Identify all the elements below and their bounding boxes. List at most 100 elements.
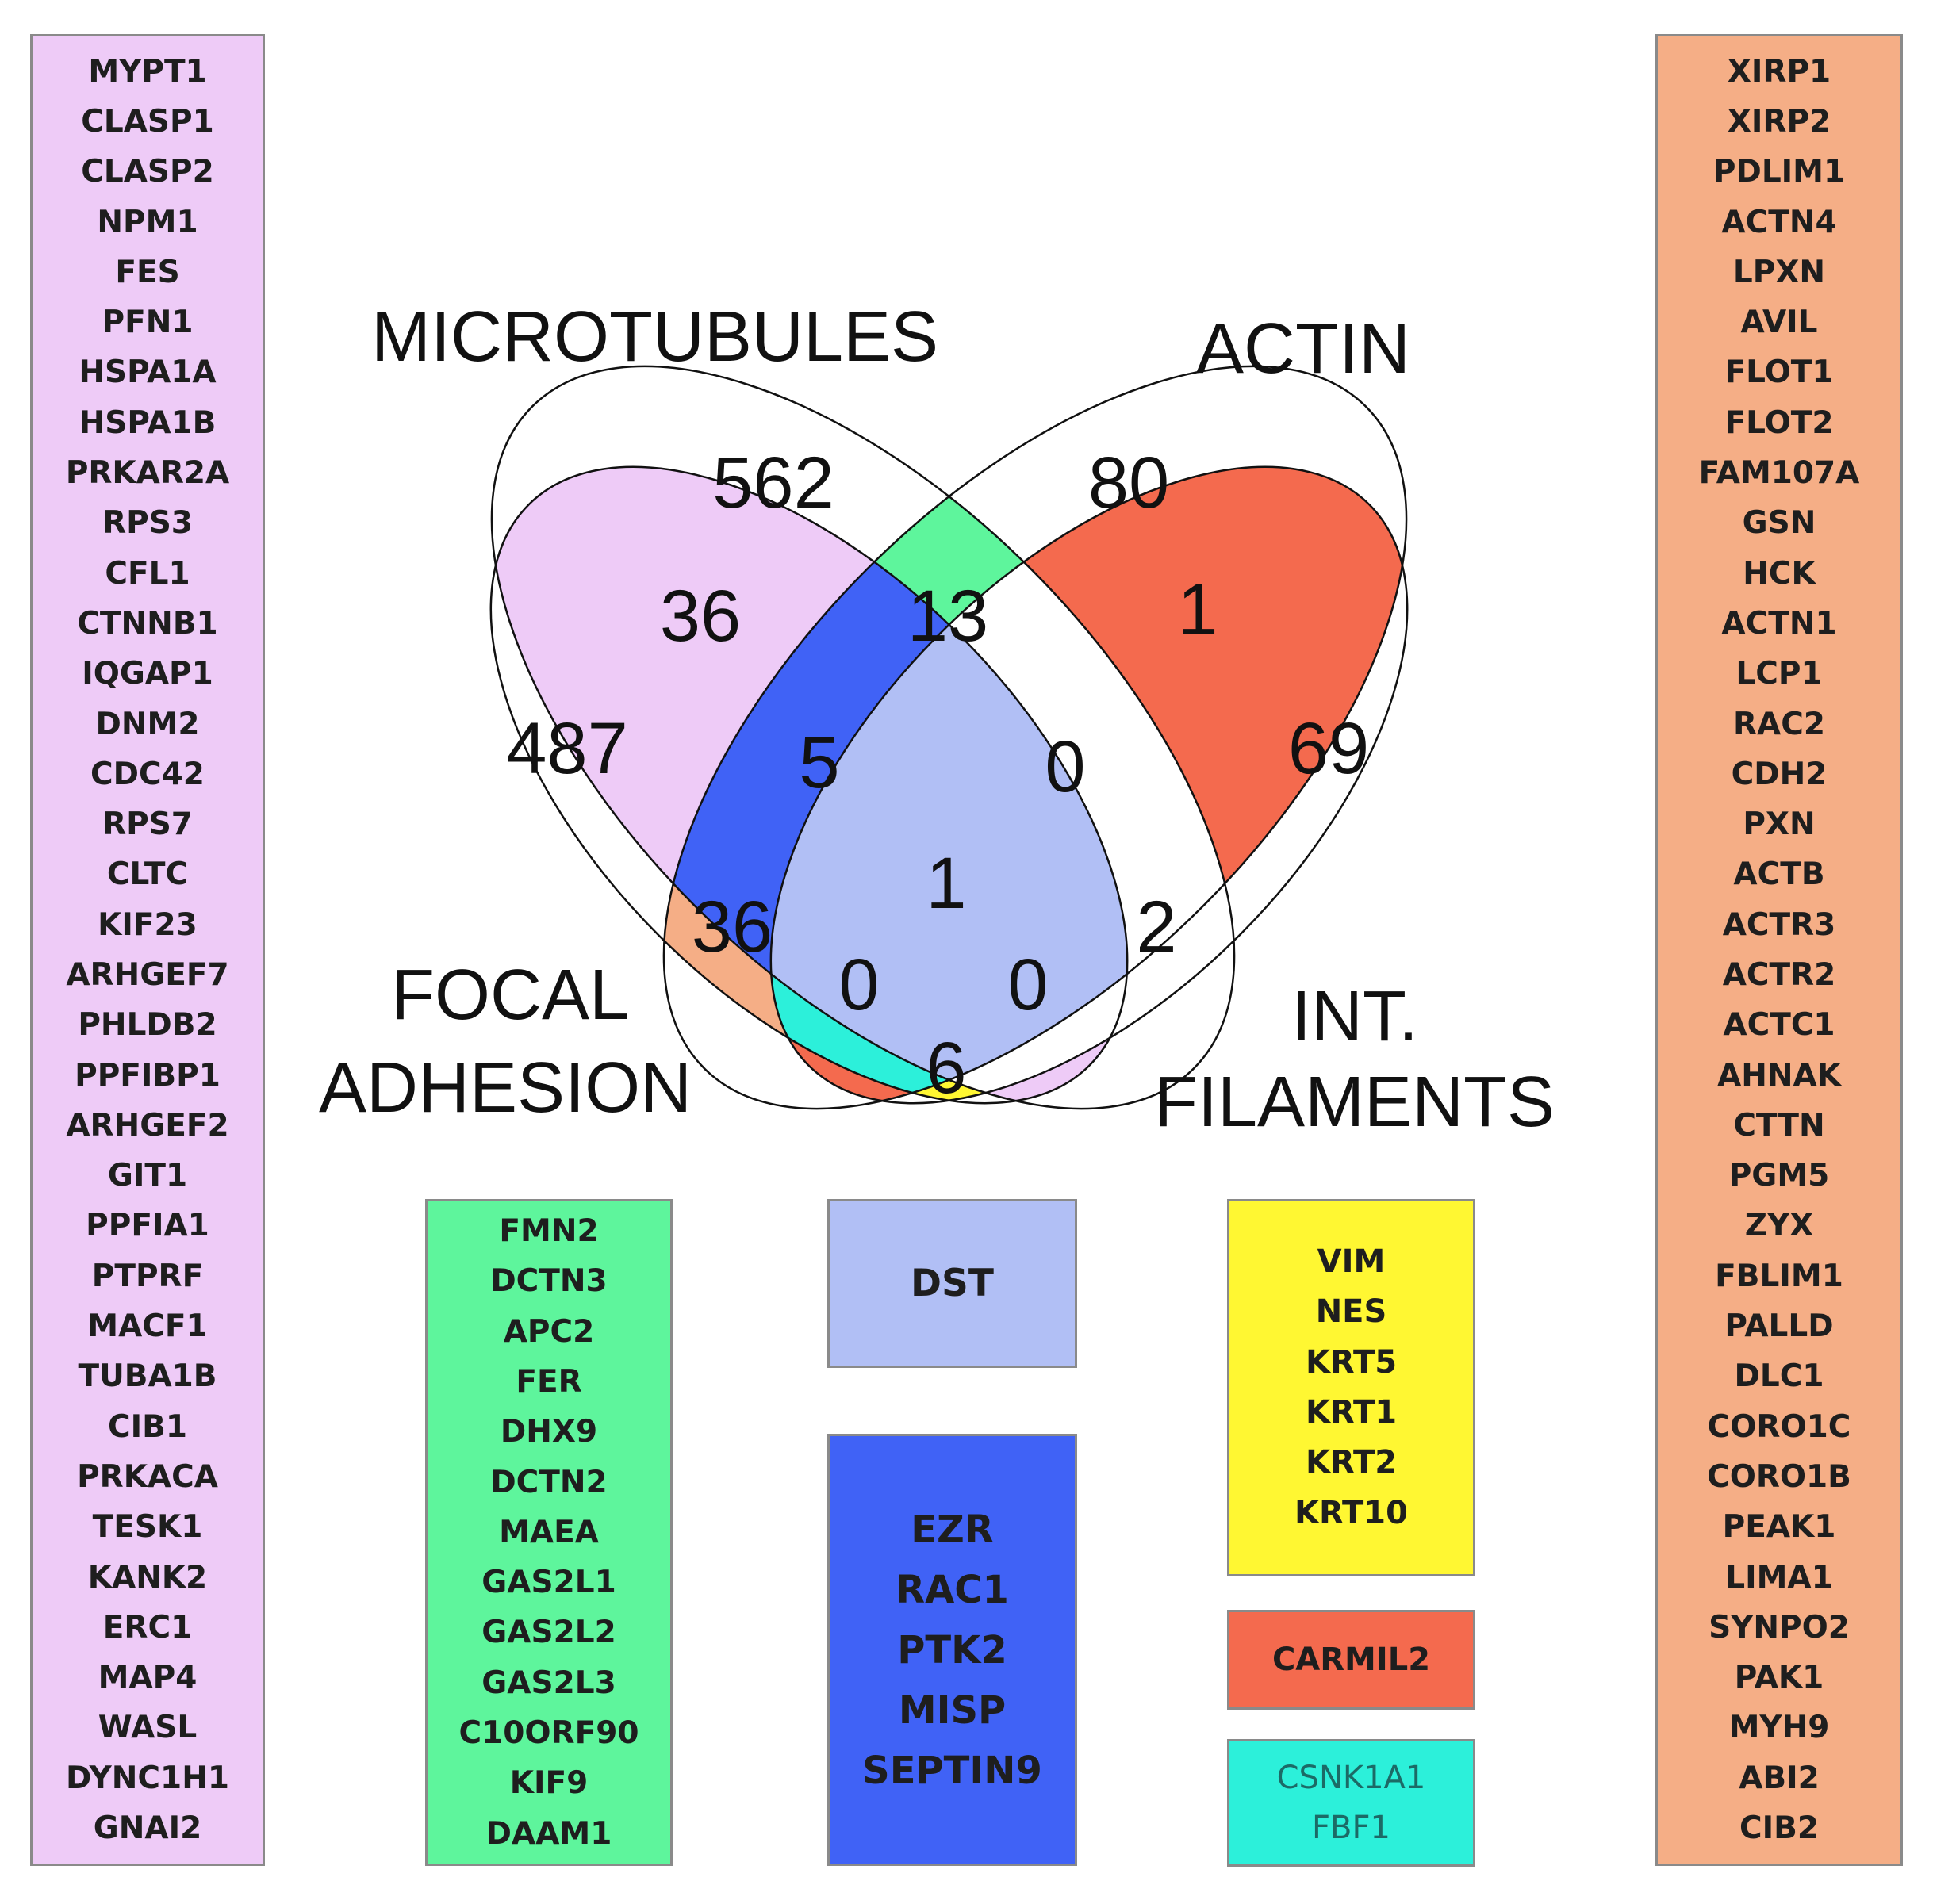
gene-label: RAC1 xyxy=(896,1567,1009,1612)
count-int-filaments-only: 69 xyxy=(1288,708,1369,789)
gene-label: DYNC1H1 xyxy=(66,1760,229,1796)
gene-box-all-four: DST xyxy=(827,1199,1077,1368)
gene-label: DHX9 xyxy=(500,1414,598,1450)
gene-label: GAS2L2 xyxy=(481,1615,616,1651)
gene-label: LCP1 xyxy=(1735,656,1823,692)
gene-label: RAC2 xyxy=(1733,706,1825,742)
gene-label: CDC42 xyxy=(90,756,205,792)
count-fa-if: 6 xyxy=(926,1028,966,1109)
gene-label: FLOT2 xyxy=(1724,404,1834,441)
gene-label: CARMIL2 xyxy=(1271,1642,1431,1678)
count-fa-mt-actin: 5 xyxy=(799,722,839,803)
count-all-four: 1 xyxy=(926,843,966,924)
gene-label: CORO1C xyxy=(1707,1408,1851,1445)
count-microtubules-only: 562 xyxy=(712,442,834,523)
gene-label: CLTC xyxy=(106,856,189,893)
gene-label: CLASP2 xyxy=(81,154,214,190)
gene-label: DCTN3 xyxy=(490,1263,608,1300)
gene-label: XIRP1 xyxy=(1727,53,1831,90)
gene-label: IQGAP1 xyxy=(82,656,213,692)
gene-label: ARHGEF7 xyxy=(66,957,229,993)
set-label-microtubules: MICROTUBULES xyxy=(371,297,938,377)
gene-label: VIM xyxy=(1317,1243,1386,1281)
gene-label: TESK1 xyxy=(92,1509,203,1546)
set-label-if-line2: FILAMENTS xyxy=(1154,1063,1555,1142)
gene-label: MISP xyxy=(898,1688,1007,1733)
gene-label: KRT2 xyxy=(1305,1444,1398,1481)
gene-label: DAAM1 xyxy=(485,1815,612,1852)
gene-label: TUBA1B xyxy=(78,1358,217,1395)
gene-label: PTK2 xyxy=(897,1627,1007,1672)
gene-label: GIT1 xyxy=(107,1158,188,1194)
gene-label: ACTN1 xyxy=(1721,605,1837,642)
gene-label: RPS7 xyxy=(102,806,193,843)
microtubules-ellipse xyxy=(490,365,1236,1110)
gene-label: CIB1 xyxy=(108,1408,187,1445)
gene-label: ACTC1 xyxy=(1723,1007,1835,1044)
gene-label: ACTR3 xyxy=(1722,906,1836,943)
gene-label: MAEA xyxy=(499,1514,599,1550)
gene-label: ACTN4 xyxy=(1721,204,1837,240)
gene-label: FES xyxy=(115,254,180,290)
gene-label: FBF1 xyxy=(1312,1809,1390,1846)
gene-label: PHLDB2 xyxy=(78,1007,217,1044)
gene-label: LPXN xyxy=(1732,254,1826,290)
count-actin-if-fa: 2 xyxy=(1136,887,1176,967)
gene-label: HSPA1A xyxy=(79,354,217,391)
gene-label: KIF23 xyxy=(98,906,198,943)
gene-label: FAM107A xyxy=(1698,455,1860,492)
gene-label: GSN xyxy=(1742,505,1816,542)
gene-label: RPS3 xyxy=(102,505,193,542)
gene-label: AHNAK xyxy=(1717,1057,1841,1094)
count-actin-only: 80 xyxy=(1088,442,1169,523)
gene-label: KIF9 xyxy=(509,1765,589,1802)
gene-label: CDH2 xyxy=(1731,756,1828,792)
gene-label: KANK2 xyxy=(87,1559,208,1596)
gene-label: DCTN2 xyxy=(490,1464,608,1500)
gene-label: PRKACA xyxy=(77,1458,218,1495)
count-fa-actin-if: 0 xyxy=(1007,944,1048,1025)
gene-label: ERC1 xyxy=(102,1609,193,1645)
gene-label: C10ORF90 xyxy=(458,1715,639,1752)
count-fa-mt: 36 xyxy=(660,576,741,657)
gene-label: ABI2 xyxy=(1739,1760,1820,1796)
set-label-if-line1: INT. xyxy=(1291,977,1418,1056)
gene-label: CFL1 xyxy=(105,555,190,592)
gene-label: AVIL xyxy=(1740,305,1818,341)
gene-label: CTNNB1 xyxy=(77,605,218,642)
gene-label: CSNK1A1 xyxy=(1276,1759,1426,1796)
gene-label: WASL xyxy=(98,1710,198,1746)
count-fa-actin: 36 xyxy=(692,887,773,967)
gene-label: MAP4 xyxy=(98,1660,198,1696)
gene-label: PEAK1 xyxy=(1722,1509,1836,1546)
set-label-actin: ACTIN xyxy=(1196,309,1410,389)
gene-label: PTPRF xyxy=(91,1258,204,1294)
gene-box-actin-int-filaments: CARMIL2 xyxy=(1227,1610,1475,1710)
gene-label: XIRP2 xyxy=(1727,103,1831,140)
gene-label: CORO1B xyxy=(1707,1458,1851,1495)
gene-label: LIMA1 xyxy=(1725,1559,1833,1596)
focal-adhesion-ellipse xyxy=(489,465,1129,1105)
gene-label: PAK1 xyxy=(1734,1660,1824,1696)
gene-label: MACF1 xyxy=(87,1308,208,1345)
gene-label: GAS2L3 xyxy=(481,1665,616,1701)
gene-label: SEPTIN9 xyxy=(862,1748,1042,1793)
gene-label: DNM2 xyxy=(95,706,200,742)
gene-label: ZYX xyxy=(1744,1208,1814,1244)
gene-label: PGM5 xyxy=(1728,1158,1830,1194)
gene-label: GNAI2 xyxy=(93,1810,202,1847)
gene-label: APC2 xyxy=(503,1313,595,1350)
gene-label: FLOT1 xyxy=(1724,354,1834,391)
gene-label: MYH9 xyxy=(1728,1710,1830,1746)
gene-label: PDLIM1 xyxy=(1712,154,1846,190)
gene-label: ACTB xyxy=(1733,856,1825,893)
gene-label: HSPA1B xyxy=(79,404,217,441)
count-focal-adhesion-only: 487 xyxy=(506,708,628,789)
gene-label: CLASP1 xyxy=(81,103,214,140)
gene-label: ACTR2 xyxy=(1722,957,1836,993)
